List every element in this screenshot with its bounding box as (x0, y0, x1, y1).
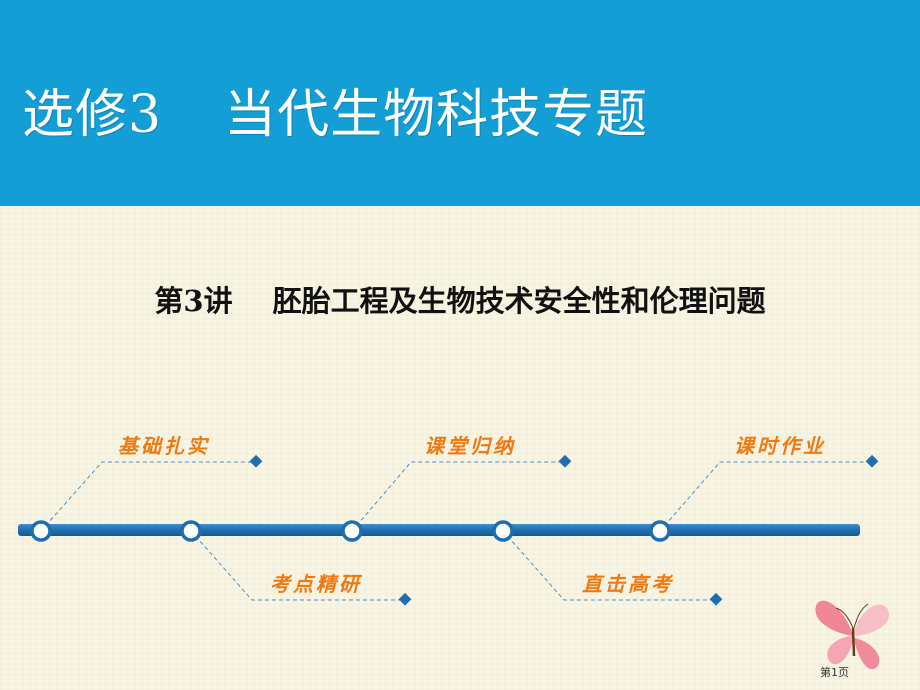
timeline-link-basics[interactable]: 基础扎实 (118, 434, 210, 458)
connector-line-5 (659, 461, 872, 532)
header-banner: 选修3 当代生物科技专题 (0, 0, 920, 206)
connector-line-4 (502, 530, 716, 601)
endpoint-diamond-4 (709, 592, 723, 606)
connector-line-1 (40, 461, 256, 532)
slide-background (0, 206, 920, 690)
connector-line-2 (190, 530, 405, 601)
timeline-node-1[interactable] (30, 520, 52, 542)
slide-title: 选修3 当代生物科技专题 (22, 72, 648, 147)
module-topic: 当代生物科技专题 (224, 85, 649, 145)
endpoint-diamond-2 (398, 592, 412, 606)
module-name: 选修3 (22, 85, 163, 145)
timeline-node-2[interactable] (180, 520, 202, 542)
timeline-node-4[interactable] (492, 520, 514, 542)
timeline-node-3[interactable] (341, 520, 363, 542)
endpoint-diamond-3 (558, 454, 572, 468)
endpoint-diamond-5 (865, 454, 879, 468)
timeline-node-5[interactable] (649, 520, 671, 542)
page-number: 第1页 (820, 666, 849, 679)
timeline-link-homework[interactable]: 课时作业 (734, 434, 826, 458)
butterfly-decoration-icon (815, 600, 890, 670)
lecture-topic: 胚胎工程及生物技术安全性和伦理问题 (272, 284, 766, 318)
timeline-link-key-points[interactable]: 考点精研 (270, 572, 362, 596)
connector-line-3 (351, 461, 565, 532)
timeline-bar (18, 524, 860, 536)
lecture-title: 第3讲 胚胎工程及生物技术安全性和伦理问题 (0, 278, 920, 320)
lecture-number: 第3讲 (154, 284, 233, 318)
timeline-link-class-summary[interactable]: 课堂归纳 (424, 434, 516, 458)
endpoint-diamond-1 (249, 454, 263, 468)
timeline-link-exam-practice[interactable]: 直击高考 (582, 572, 674, 596)
